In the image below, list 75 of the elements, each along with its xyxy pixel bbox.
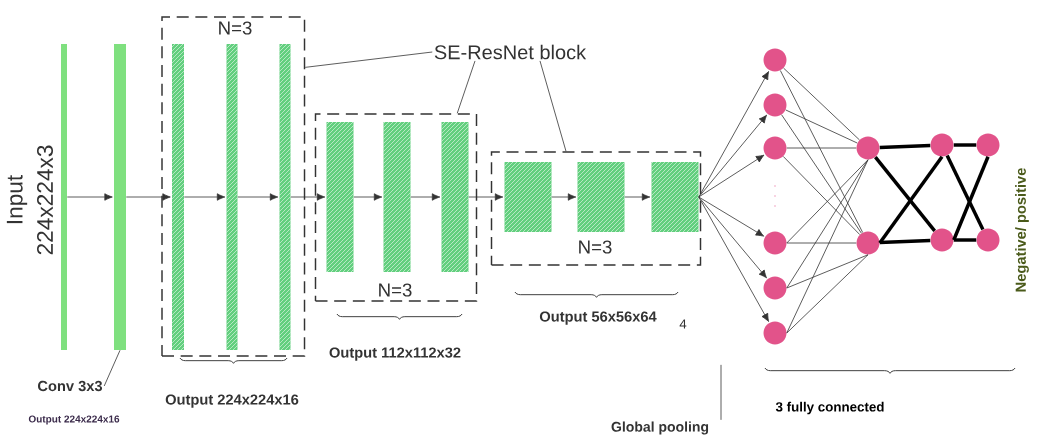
dashed-group-box: N=3: [161, 16, 306, 357]
layer-block: [577, 162, 625, 232]
input-label: Input: [6, 174, 28, 224]
dashed-group-box: N=3: [314, 113, 478, 302]
neuron-circle: [763, 231, 787, 255]
neuron-circle: [763, 93, 787, 117]
neuron-circle: [856, 231, 880, 255]
connection-line: [786, 147, 857, 149]
neuron-circle: [763, 276, 787, 300]
block-label: SE-ResNet block: [434, 44, 587, 60]
arrow: [66, 193, 113, 201]
leader-line: [103, 349, 121, 387]
connection-line: [953, 238, 977, 242]
annotation-text: 4: [679, 319, 687, 329]
arrow: [624, 193, 651, 201]
connection-line: [879, 238, 931, 245]
neuron-circle: [976, 228, 1000, 252]
neuron-circle: [930, 133, 954, 157]
connection-line: [785, 109, 858, 144]
connection-line: [952, 156, 990, 241]
neuron-circle: [856, 136, 880, 160]
annotation-text: Output 224x224x16: [28, 415, 120, 425]
arrow: [698, 196, 767, 279]
connection-line: [945, 154, 985, 231]
connection-line: [953, 143, 977, 147]
connection-line: [874, 156, 936, 232]
annotation-text: 3 fully connected: [775, 401, 884, 415]
annotation-text: Output 56x56x64: [539, 311, 657, 325]
connection-line: [786, 159, 869, 334]
neuron-circle: [763, 136, 787, 160]
arrow: [353, 193, 383, 201]
arrow: [698, 71, 769, 198]
arrow: [698, 154, 765, 198]
arrow: [698, 114, 767, 198]
connection-line: [879, 143, 931, 150]
connection-line: [782, 156, 861, 235]
connection-line: [786, 242, 857, 244]
dashed-group-box: N=3: [490, 151, 702, 266]
connection-line: [781, 114, 862, 234]
arrow: [290, 193, 326, 201]
neuron-circle: [763, 321, 787, 345]
neuron-circle: [930, 228, 954, 252]
leader-line: [456, 60, 476, 114]
input-label: 224x224x3: [37, 145, 54, 255]
leader-line: [539, 60, 567, 152]
connection-line: [878, 155, 944, 245]
neuron-circle: [976, 133, 1000, 157]
annotation-text: Output 224x224x16: [165, 394, 299, 408]
layer-bar: [383, 122, 411, 272]
connection-line: [786, 254, 869, 289]
leader-line: [304, 51, 433, 68]
connection-line: [786, 159, 869, 289]
connection-line: [786, 159, 869, 244]
arrow: [551, 193, 577, 201]
arrow: [237, 193, 279, 201]
layer-bar: [114, 44, 126, 350]
arrow: [125, 193, 171, 201]
annotation-text: Negative/ positive: [1015, 168, 1029, 292]
connection-line: [779, 70, 864, 233]
arrow: [698, 196, 769, 322]
connection-line: [786, 254, 869, 334]
layer-block: [651, 162, 699, 232]
arrow: [698, 196, 765, 237]
layer-bar: [61, 44, 67, 350]
layer-bar: [226, 44, 238, 350]
layer-label: Conv 3x3: [38, 380, 103, 392]
neuron-circle: [763, 48, 787, 72]
arrow: [183, 193, 226, 201]
layer-bar: [279, 44, 291, 350]
layer-bar: [441, 122, 469, 272]
annotation-text: Output 112x112x32: [329, 347, 461, 361]
pooling-label: Global pooling: [611, 421, 709, 435]
connection-line: [783, 67, 860, 141]
arrow: [410, 193, 441, 201]
arrow: [468, 193, 504, 201]
